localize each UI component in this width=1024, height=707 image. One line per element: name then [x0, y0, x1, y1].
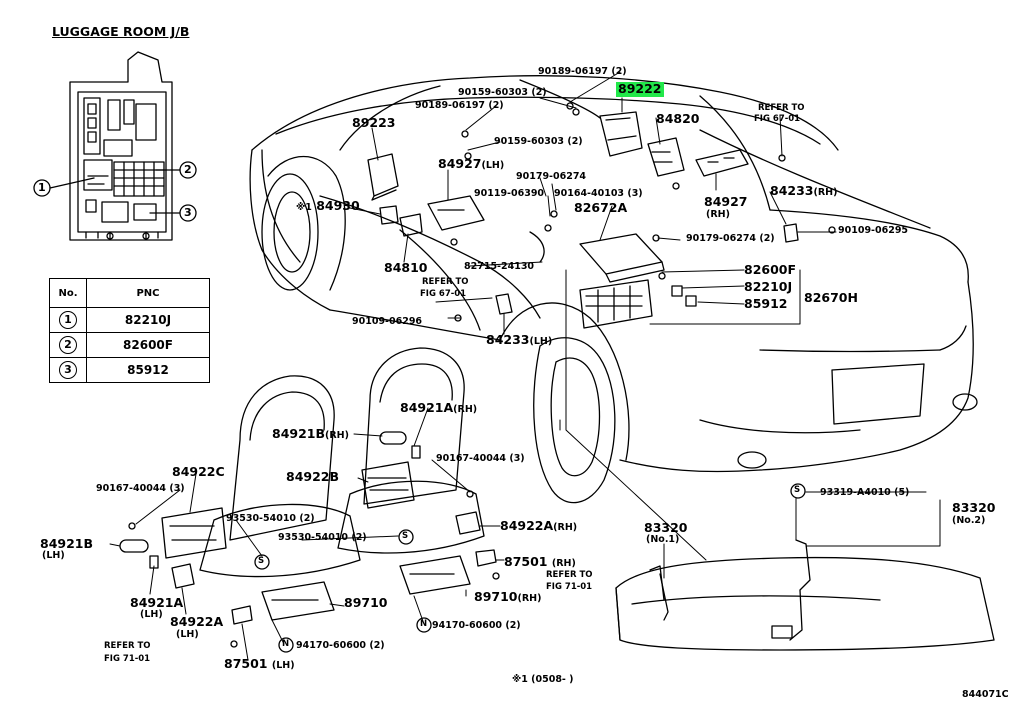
part-label-85912[interactable]: 85912: [744, 296, 788, 311]
row-number: 2: [59, 336, 77, 354]
part-label-84927-lh[interactable]: 84927(LH): [438, 156, 505, 171]
part-label-89223[interactable]: 89223: [352, 115, 396, 130]
row-pnc[interactable]: 82210J: [86, 307, 210, 333]
fuel-tank: [615, 539, 995, 651]
row-pnc[interactable]: 85912: [86, 357, 210, 383]
part-label-93530-54010[interactable]: 93530-54010 (2): [226, 513, 315, 524]
part-label-82670h[interactable]: 82670H: [804, 290, 858, 305]
refer-to-label: REFER TO: [546, 570, 593, 580]
no2-qualifier: (No.2): [952, 515, 986, 526]
n-symbol: N: [282, 639, 290, 649]
s-symbol: S: [258, 556, 265, 566]
part-label-82715-24130[interactable]: 82715-24130: [464, 261, 535, 272]
part-label-90189-06197[interactable]: 90189-06197 (2): [538, 66, 627, 77]
part-label-89710[interactable]: 89710: [344, 595, 388, 610]
part-label-84922a-lh[interactable]: 84922A: [170, 614, 224, 629]
row-number: 1: [59, 311, 77, 329]
part-label-90179-06274-b[interactable]: 90179-06274 (2): [686, 233, 775, 244]
part-label-84922b[interactable]: 84922B: [286, 469, 340, 484]
part-label-94170-60600-b[interactable]: 94170-60600 (2): [296, 640, 385, 651]
upper-parts: [367, 102, 836, 329]
table-row: 1 82210J: [49, 307, 210, 333]
table-header-no: No.: [49, 278, 87, 308]
part-label-82600f[interactable]: 82600F: [744, 262, 797, 277]
fig-ref-67-01[interactable]: FIG 67-01: [754, 114, 801, 124]
callout-3: 3: [184, 206, 192, 219]
part-label-89710-rh[interactable]: 89710(RH): [474, 589, 542, 604]
row-number: 3: [59, 361, 77, 379]
part-label-93319-a4010[interactable]: 93319-A4010 (5): [820, 487, 910, 498]
callout-2: 2: [184, 163, 192, 176]
part-label-87501-lh[interactable]: 87501 (LH): [224, 656, 295, 671]
rh-qualifier: (RH): [706, 209, 730, 220]
inset-title: LUGGAGE ROOM J/B: [52, 24, 190, 39]
part-label-90179-06274[interactable]: 90179-06274: [516, 171, 587, 182]
table-row: 3 85912: [49, 357, 210, 383]
part-label-90159-60303-b[interactable]: 90159-60303 (2): [494, 136, 583, 147]
fig-ref-67-01[interactable]: FIG 67-01: [420, 289, 467, 299]
fig-ref-71-01[interactable]: FIG 71-01: [546, 582, 593, 592]
table-header-pnc: PNC: [86, 278, 210, 308]
part-label-84233-rh[interactable]: 84233(RH): [770, 183, 838, 198]
part-label-83320-no1[interactable]: 83320: [644, 520, 688, 535]
part-label-90167-40044-b[interactable]: 90167-40044 (3): [96, 483, 185, 494]
part-label-93530-54010-b[interactable]: 93530-54010 (2): [278, 532, 367, 543]
seats: [119, 347, 500, 648]
part-label-90109-06296[interactable]: 90109-06296: [352, 316, 423, 327]
part-label-89222-highlighted[interactable]: 89222: [616, 81, 664, 97]
part-label-84820[interactable]: 84820: [656, 111, 700, 126]
n-symbol: N: [420, 619, 428, 629]
part-label-90159-60303[interactable]: 90159-60303 (2): [458, 87, 547, 98]
part-label-84921b-rh[interactable]: 84921B(RH): [272, 426, 349, 441]
part-label-84233-lh[interactable]: 84233(LH): [486, 332, 553, 347]
footnote: ※1 (0508- ): [512, 674, 574, 685]
lh-qualifier: (LH): [176, 629, 199, 640]
table-row: 2 82600F: [49, 332, 210, 358]
fig-ref-71-01[interactable]: FIG 71-01: [104, 654, 151, 664]
row-pnc[interactable]: 82600F: [86, 332, 210, 358]
luggage-jb-inset: [33, 51, 197, 241]
part-label-84922c[interactable]: 84922C: [172, 464, 225, 479]
part-label-84921b-lh[interactable]: 84921B: [40, 536, 94, 551]
lh-qualifier: (LH): [42, 550, 65, 561]
s-symbol: S: [794, 485, 801, 495]
pnc-table: No. PNC 1 82210J 2 82600F 3 85912: [49, 278, 210, 383]
part-label-94170-60600[interactable]: 94170-60600 (2): [432, 620, 521, 631]
refer-to-label: REFER TO: [422, 277, 469, 287]
part-label-90109-06295[interactable]: 90109-06295: [838, 225, 909, 236]
part-label-90167-40044[interactable]: 90167-40044 (3): [436, 453, 525, 464]
s-symbol: S: [402, 531, 409, 541]
part-label-84921a-rh[interactable]: 84921A(RH): [400, 400, 478, 415]
lh-qualifier: (LH): [140, 609, 163, 620]
leader-lines: [109, 71, 941, 661]
refer-to-label: REFER TO: [104, 641, 151, 651]
part-label-90189-06197-mid[interactable]: 90189-06197 (2): [415, 100, 504, 111]
part-label-83320-no2[interactable]: 83320: [952, 500, 996, 515]
part-label-82672a[interactable]: 82672A: [574, 200, 628, 215]
car-body: [249, 75, 978, 504]
refer-to-label: REFER TO: [758, 103, 805, 113]
part-label-82210j[interactable]: 82210J: [744, 279, 793, 294]
no1-qualifier: (No.1): [646, 534, 680, 545]
part-label-90164-40103[interactable]: 90164-40103 (3): [554, 188, 643, 199]
part-label-84810[interactable]: 84810: [384, 260, 428, 275]
part-label-90119-06390[interactable]: 90119-06390: [474, 188, 545, 199]
figure-id: 844071C: [962, 689, 1009, 700]
part-label-84922a-rh[interactable]: 84922A(RH): [500, 518, 578, 533]
symbol-circles: [254, 483, 806, 653]
part-label-87501-rh[interactable]: 87501 (RH): [504, 554, 576, 569]
part-label-84921a-lh[interactable]: 84921A: [130, 595, 184, 610]
callout-1: 1: [38, 181, 46, 194]
part-label-84930[interactable]: ※1 84930: [296, 198, 360, 213]
part-label-84927-rh[interactable]: 84927: [704, 194, 748, 209]
